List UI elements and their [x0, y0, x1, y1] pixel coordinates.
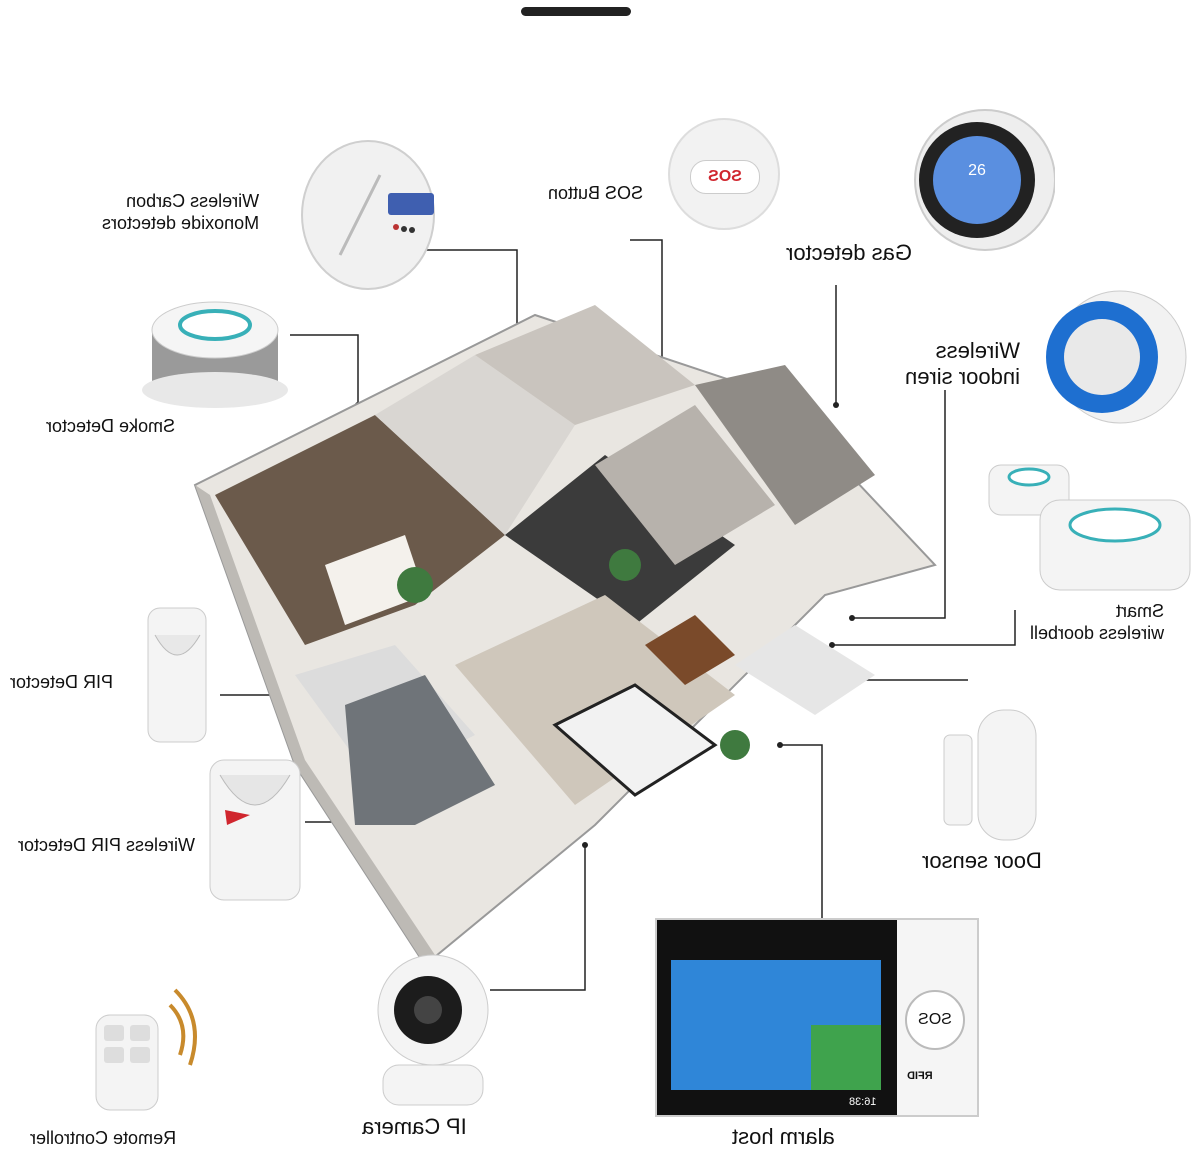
label-gas-detector: Gas detector [786, 240, 912, 265]
wireless-pir-device [209, 759, 301, 901]
alarm-rfid: RFID [907, 1070, 933, 1082]
door-sensor-device [943, 709, 1037, 841]
ip-camera-device [377, 954, 489, 1106]
sos-face: SOS [690, 160, 760, 194]
remote-controller-device [95, 988, 197, 1111]
alarm-sos-button: SOS [905, 990, 965, 1050]
label-remote: Remote Controller [30, 1128, 177, 1148]
gas-reading: 26 [968, 162, 986, 179]
indoor-siren-device [1046, 290, 1187, 424]
alarm-time: 16:38 [849, 1096, 877, 1108]
sos-button-device: SOS [668, 118, 780, 230]
doorbell-device [988, 464, 1191, 591]
label-pir: PIR Detector [10, 672, 114, 692]
label-co-detector: Wireless Carbon Monoxide detectors [102, 191, 260, 233]
label-ip-camera: IP Camera [362, 1114, 467, 1139]
label-alarm-host: alarm host [732, 1124, 835, 1149]
label-indoor-siren: Wireless indoor siren [905, 338, 1020, 389]
label-wireless-pir: Wireless PIR Detector [18, 835, 196, 855]
top-handle-bar [521, 7, 631, 16]
alarm-screen: 16:38 [671, 960, 881, 1108]
alarm-host-device: 16:38 SOS RFID [655, 918, 979, 1117]
smoke-detector-device [142, 301, 288, 408]
pir-detector-device [147, 607, 207, 743]
label-sos-button: SOS Button [548, 183, 644, 203]
house-floorplan-illustration [193, 305, 937, 965]
gas-detector-device: 26 [914, 109, 1055, 251]
label-smoke-detector: Smoke Detector [46, 416, 176, 436]
co-detector-device [301, 140, 435, 290]
label-doorbell: Smart wireless doorbell [1030, 601, 1165, 643]
label-door-sensor: Door sensor [922, 848, 1042, 873]
